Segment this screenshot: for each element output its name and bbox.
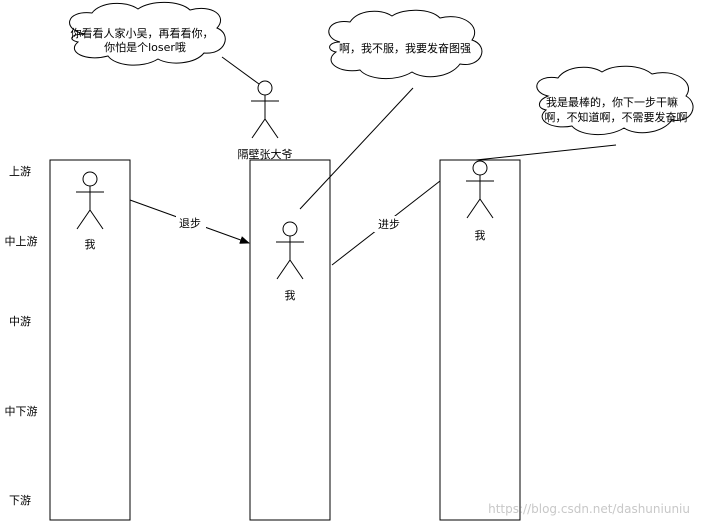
right-speech-line1: 我是最棒的，你下一步干嘛 — [546, 95, 678, 109]
middle-speech-line1: 啊，我不服，我要发奋图强 — [339, 41, 471, 55]
figure-label-me-right: 我 — [475, 229, 486, 242]
neighbor-speech-line1: 你看看人家小吴，再看看你， — [71, 26, 214, 40]
level-label-mid-upstream: 中上游 — [5, 235, 38, 248]
advance-label-bg — [374, 216, 404, 232]
figure-label-neighbor: 隔壁张大爷 — [238, 147, 293, 161]
figure-label-me-middle: 我 — [285, 289, 296, 302]
column-left — [49, 159, 131, 521]
neighbor-speech-line2: 你怕是个loser哦 — [104, 41, 186, 54]
neighbor-callout-pointer — [221, 56, 260, 85]
right-callout-pointer — [475, 144, 617, 161]
retreat-arrow-label: 退步 — [179, 217, 201, 230]
level-label-upstream: 上游 — [9, 165, 31, 178]
speech-cloud-right — [536, 65, 694, 135]
person-icon-neighbor — [251, 80, 279, 139]
person-icon-me-left — [76, 171, 104, 230]
speech-cloud-neighbor — [69, 1, 226, 66]
advance-arrow-label: 进步 — [378, 218, 400, 231]
figure-label-me-left: 我 — [85, 238, 96, 251]
watermark-text: https://blog.csdn.net/dashuniuniu — [488, 502, 690, 516]
level-label-downstream: 下游 — [9, 494, 31, 507]
right-speech-line2: 啊，不知道啊，不需要发奋啊 — [545, 110, 688, 124]
level-label-mid-downstream: 中下游 — [5, 405, 38, 418]
retreat-label-bg — [176, 214, 206, 230]
column-right — [439, 159, 521, 521]
level-label-midstream: 中游 — [9, 315, 31, 328]
middle-callout-pointer — [299, 87, 414, 210]
person-icon-me-right — [466, 160, 494, 219]
column-middle — [249, 159, 331, 521]
person-icon-me-middle — [276, 221, 304, 280]
speech-cloud-middle — [328, 9, 483, 79]
